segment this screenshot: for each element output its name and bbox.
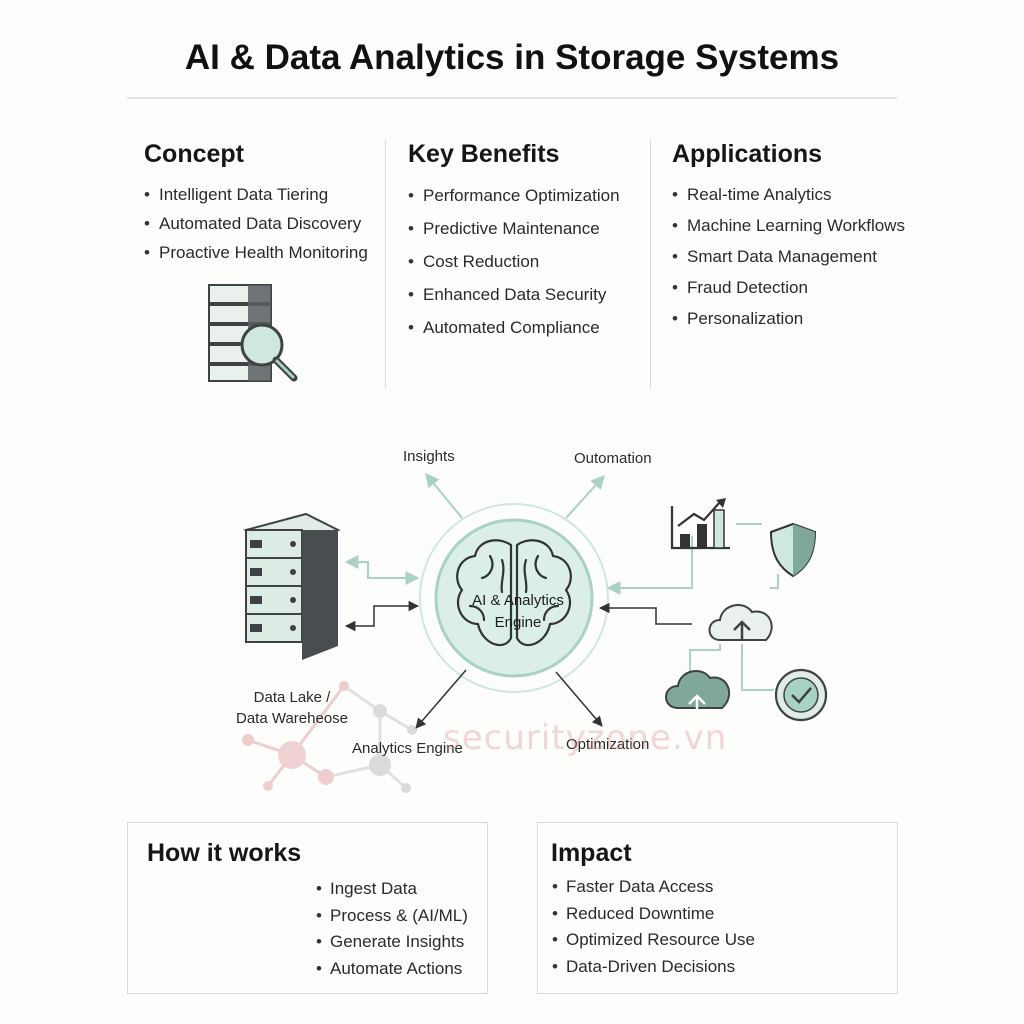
impact-list: Faster Data Access Reduced Downtime Opti…: [552, 877, 755, 983]
concept-item: Intelligent Data Tiering: [144, 185, 368, 214]
impact-panel: Impact Faster Data Access Reduced Downti…: [537, 822, 898, 994]
benefits-section: Key Benefits Performance Optimization Pr…: [408, 140, 620, 351]
benefit-item: Automated Compliance: [408, 318, 620, 351]
how-it-works-list: Ingest Data Process & (AI/ML) Generate I…: [316, 879, 468, 985]
step-item: Automate Actions: [316, 959, 468, 986]
column-divider: [385, 140, 386, 388]
data-flow-arrows: [344, 555, 420, 632]
application-item: Fraud Detection: [672, 278, 905, 309]
data-lake-label: Data Lake / Data Wareheose: [236, 687, 348, 729]
ai-engine-node: [419, 503, 609, 693]
concept-heading: Concept: [144, 140, 244, 168]
application-item: Machine Learning Workflows: [672, 216, 905, 247]
column-divider: [650, 140, 651, 388]
applications-list: Real-time Analytics Machine Learning Wor…: [672, 185, 905, 340]
brain-icon: [456, 539, 572, 647]
impact-item: Data-Driven Decisions: [552, 957, 755, 984]
engine-output-arrows: [415, 472, 693, 729]
cloud-upload-icon: [708, 604, 773, 641]
analytics-engine-label: Analytics Engine: [352, 740, 463, 757]
right-connectors: [689, 523, 779, 691]
step-item: Generate Insights: [316, 932, 468, 959]
shield-icon: [769, 522, 817, 578]
watermark-network-graphic: [242, 681, 417, 793]
optimization-label: Optimization: [566, 736, 650, 753]
step-item: Process & (AI/ML): [316, 906, 468, 933]
step-item: Ingest Data: [316, 879, 468, 906]
engine-label: AI & Analytics Engine: [446, 590, 590, 634]
automation-label: Outomation: [574, 450, 652, 467]
data-lake-line1: Data Lake /: [253, 689, 331, 706]
benefit-item: Cost Reduction: [408, 252, 620, 285]
concept-item: Automated Data Discovery: [144, 214, 368, 243]
title-divider: [127, 97, 897, 99]
server-magnifier-icon: [208, 284, 298, 382]
concept-item: Proactive Health Monitoring: [144, 243, 368, 272]
application-item: Real-time Analytics: [672, 185, 905, 216]
data-lake-line2: Data Wareheose: [236, 710, 349, 727]
benefits-heading: Key Benefits: [408, 140, 560, 168]
benefits-list: Performance Optimization Predictive Main…: [408, 186, 620, 351]
application-item: Smart Data Management: [672, 247, 905, 278]
watermark-text: securityzone.vn: [443, 718, 728, 758]
benefit-item: Predictive Maintenance: [408, 219, 620, 252]
application-item: Personalization: [672, 309, 905, 340]
cloud-icon: [665, 670, 731, 716]
benefit-item: Enhanced Data Security: [408, 285, 620, 318]
engine-label-line1: AI & Analytics: [472, 592, 564, 609]
applications-section: Applications Real-time Analytics Machine…: [672, 140, 905, 340]
applications-heading: Applications: [672, 140, 823, 168]
impact-item: Optimized Resource Use: [552, 930, 755, 957]
impact-heading: Impact: [551, 839, 632, 867]
engine-label-line2: Engine: [494, 614, 542, 631]
bar-chart-icon: [670, 498, 730, 550]
check-circle-icon: [774, 668, 828, 722]
server-rack-icon: [243, 512, 341, 660]
impact-item: Faster Data Access: [552, 877, 755, 904]
how-it-works-heading: How it works: [147, 839, 302, 867]
impact-item: Reduced Downtime: [552, 904, 755, 931]
insights-label: Insights: [403, 448, 455, 465]
concept-list: Intelligent Data Tiering Automated Data …: [144, 185, 368, 272]
benefit-item: Performance Optimization: [408, 186, 620, 219]
concept-section: Concept Intelligent Data Tiering Automat…: [144, 140, 368, 272]
page-title: AI & Data Analytics in Storage Systems: [184, 38, 840, 77]
how-it-works-panel: How it works Ingest Data Process & (AI/M…: [127, 822, 488, 994]
